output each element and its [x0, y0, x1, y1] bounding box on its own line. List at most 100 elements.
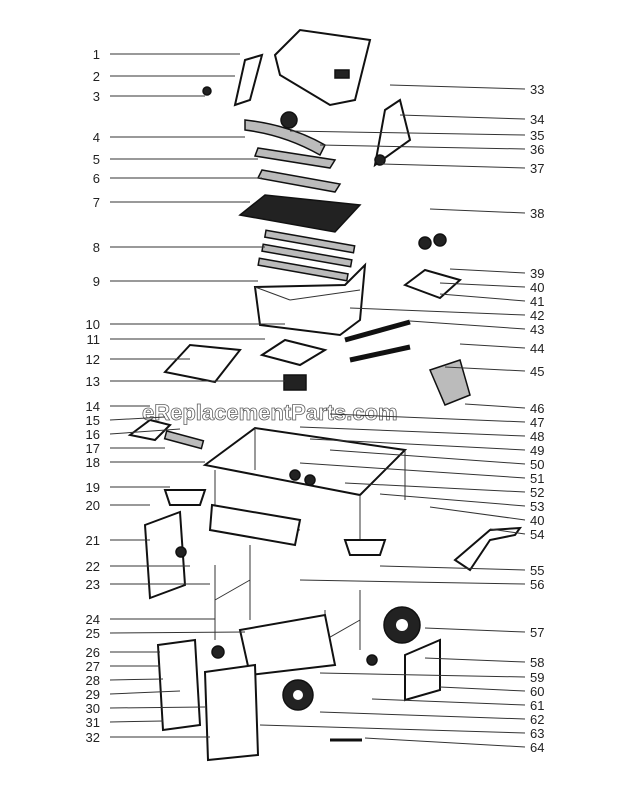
thermometer	[280, 111, 298, 129]
callout-57: 57	[530, 625, 544, 640]
leader-line	[329, 413, 526, 423]
callout-60: 60	[530, 684, 544, 699]
leader-line	[444, 366, 526, 372]
leader-line	[371, 698, 526, 706]
catch-pan	[283, 374, 307, 391]
callout-36: 36	[530, 142, 544, 157]
leader-line	[379, 493, 526, 507]
callout-53: 53	[530, 499, 544, 514]
callout-63: 63	[530, 726, 544, 741]
side-handle	[127, 418, 172, 442]
burner-tube	[344, 319, 411, 343]
leader-line	[109, 428, 181, 435]
leader-line	[319, 672, 526, 678]
callout-5: 5	[93, 152, 100, 167]
callout-42: 42	[530, 308, 544, 323]
callout-51: 51	[530, 471, 544, 486]
leader-line	[459, 343, 526, 349]
lid-handle	[244, 119, 326, 157]
leader-line	[299, 579, 526, 585]
callout-55: 55	[530, 563, 544, 578]
leader-line	[464, 403, 526, 409]
burner-tube	[349, 344, 411, 363]
callout-45: 45	[530, 364, 544, 379]
leader-line	[439, 686, 526, 692]
callout-40: 40	[530, 513, 544, 528]
leader-line	[429, 506, 526, 521]
cooking-grate	[238, 194, 362, 233]
bowl-right	[343, 539, 387, 556]
callout-28: 28	[86, 673, 100, 688]
leader-line	[309, 438, 526, 451]
bowl-left	[163, 489, 207, 506]
slide-out-tray	[163, 343, 242, 384]
callout-44: 44	[530, 341, 544, 356]
callout-48: 48	[530, 429, 544, 444]
leader-line	[319, 144, 526, 150]
callout-3: 3	[93, 89, 100, 104]
callout-54: 54	[530, 527, 544, 542]
callout-32: 32	[86, 730, 100, 745]
leader-line	[449, 268, 526, 274]
callout-11: 11	[87, 332, 101, 347]
callout-24: 24	[86, 612, 100, 627]
callout-23: 23	[86, 577, 100, 592]
callout-6: 6	[93, 171, 100, 186]
callout-58: 58	[530, 655, 544, 670]
leader-line	[424, 627, 526, 633]
bolt	[374, 154, 386, 166]
leader-line	[389, 84, 526, 90]
leader-line	[109, 720, 164, 723]
callout-1: 1	[93, 47, 100, 62]
warming-rack-2	[256, 169, 342, 193]
callout-29: 29	[86, 687, 100, 702]
callout-15: 15	[86, 413, 100, 428]
cookbox	[253, 262, 367, 337]
crossover-tube	[163, 430, 205, 450]
callout-18: 18	[86, 455, 100, 470]
leader-line	[439, 282, 526, 288]
leader-line	[364, 737, 526, 748]
leader-line	[109, 416, 166, 421]
bolt	[202, 86, 212, 96]
leader-line	[299, 426, 526, 437]
callout-19: 19	[86, 480, 100, 495]
callout-35: 35	[530, 128, 544, 143]
callout-16: 16	[86, 427, 100, 442]
control-panel	[402, 268, 463, 300]
leader-line	[409, 320, 526, 330]
callout-21: 21	[86, 533, 100, 548]
knob	[433, 233, 447, 247]
callout-9: 9	[93, 274, 100, 289]
flavorizer-bars	[257, 229, 356, 282]
leader-line	[379, 565, 526, 571]
callout-10: 10	[86, 317, 100, 332]
leader-line	[109, 690, 181, 695]
catch-pan-holder	[259, 338, 328, 367]
leader-line	[439, 293, 526, 302]
grill-parts	[127, 28, 523, 762]
cart-frame-lower	[214, 428, 406, 550]
callout-26: 26	[86, 645, 100, 660]
callout-27: 27	[86, 659, 100, 674]
callout-31: 31	[86, 715, 100, 730]
watermark: eReplacementParts.com	[142, 400, 398, 425]
front-panel	[208, 503, 302, 547]
callout-46: 46	[530, 401, 544, 416]
leader-line	[299, 462, 526, 479]
side-panel-left	[143, 510, 187, 600]
door-left	[156, 638, 202, 732]
callout-41: 41	[530, 294, 544, 309]
callout-43: 43	[530, 322, 544, 337]
leader-line	[259, 724, 526, 734]
callout-59: 59	[530, 670, 544, 685]
callouts: 1234567891011121314151617181920212223242…	[86, 47, 545, 755]
leader-line	[289, 130, 526, 136]
warming-rack	[253, 147, 337, 169]
callout-64: 64	[530, 740, 544, 755]
callout-2: 2	[93, 69, 100, 84]
leader-line	[319, 711, 526, 720]
side-panel-right	[404, 638, 441, 702]
bottom-shelf	[238, 613, 337, 677]
callout-37: 37	[530, 161, 544, 176]
